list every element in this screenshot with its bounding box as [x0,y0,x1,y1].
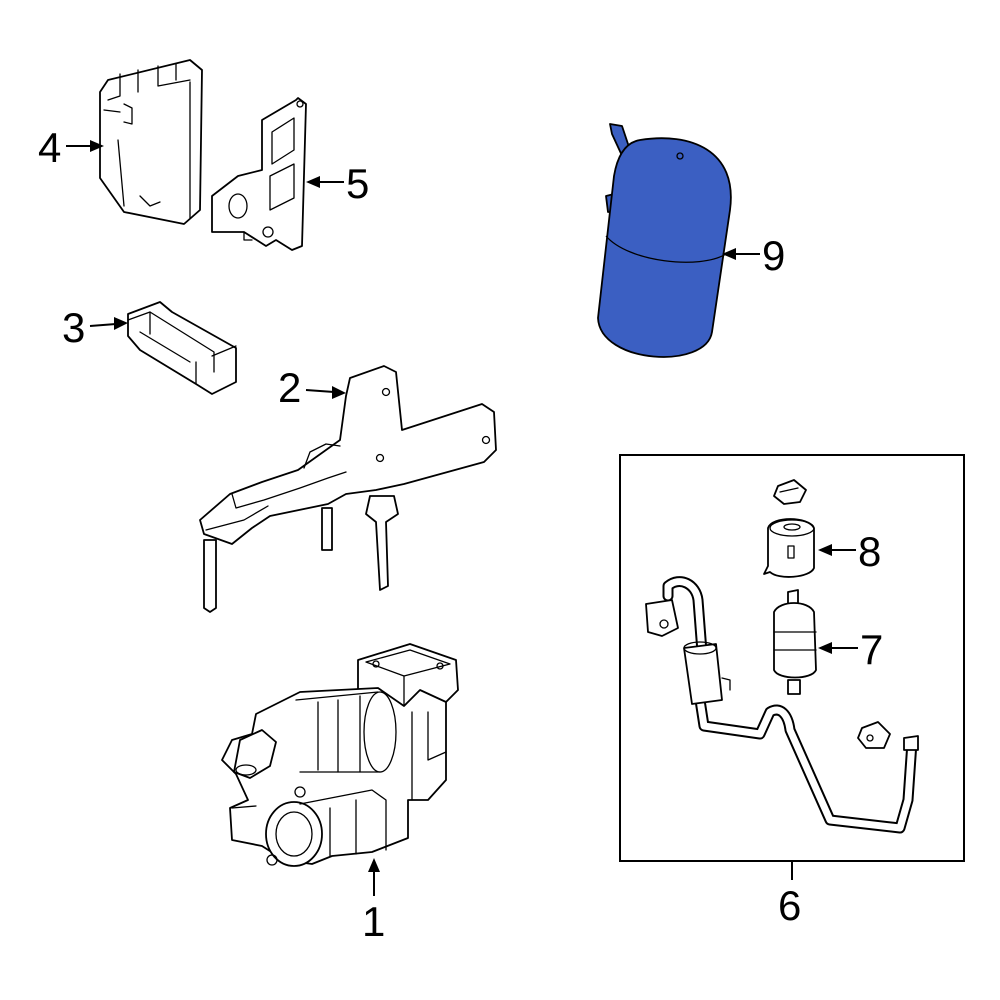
part-6-air-line-kit[interactable] [619,454,965,862]
callout-9[interactable]: 9 [762,232,785,279]
part-5-bracket[interactable] [211,97,307,251]
callout-6[interactable]: 6 [778,882,801,929]
callout-8[interactable]: 8 [858,528,881,575]
part-8-filter-housing[interactable] [763,479,815,578]
part-9-air-reservoir[interactable] [597,123,732,358]
air-line-hose-fill [664,578,916,832]
leader-lines [66,140,858,896]
callout-numbers: 1 2 3 4 5 6 7 8 9 [38,124,883,945]
part-1-compressor[interactable] [221,643,459,867]
callout-2[interactable]: 2 [278,364,301,411]
callout-1[interactable]: 1 [362,898,385,945]
callout-5[interactable]: 5 [346,160,369,207]
callout-3[interactable]: 3 [62,304,85,351]
reservoir-tank [597,137,732,358]
part-2-compressor-bracket[interactable] [199,365,497,613]
kit-frame [619,454,965,862]
callout-7[interactable]: 7 [860,626,883,673]
part-4-control-module[interactable] [99,59,203,225]
callout-4[interactable]: 4 [38,124,61,171]
part-3-mounting-rail[interactable] [127,301,237,395]
part-7-inline-filter[interactable] [773,589,817,695]
